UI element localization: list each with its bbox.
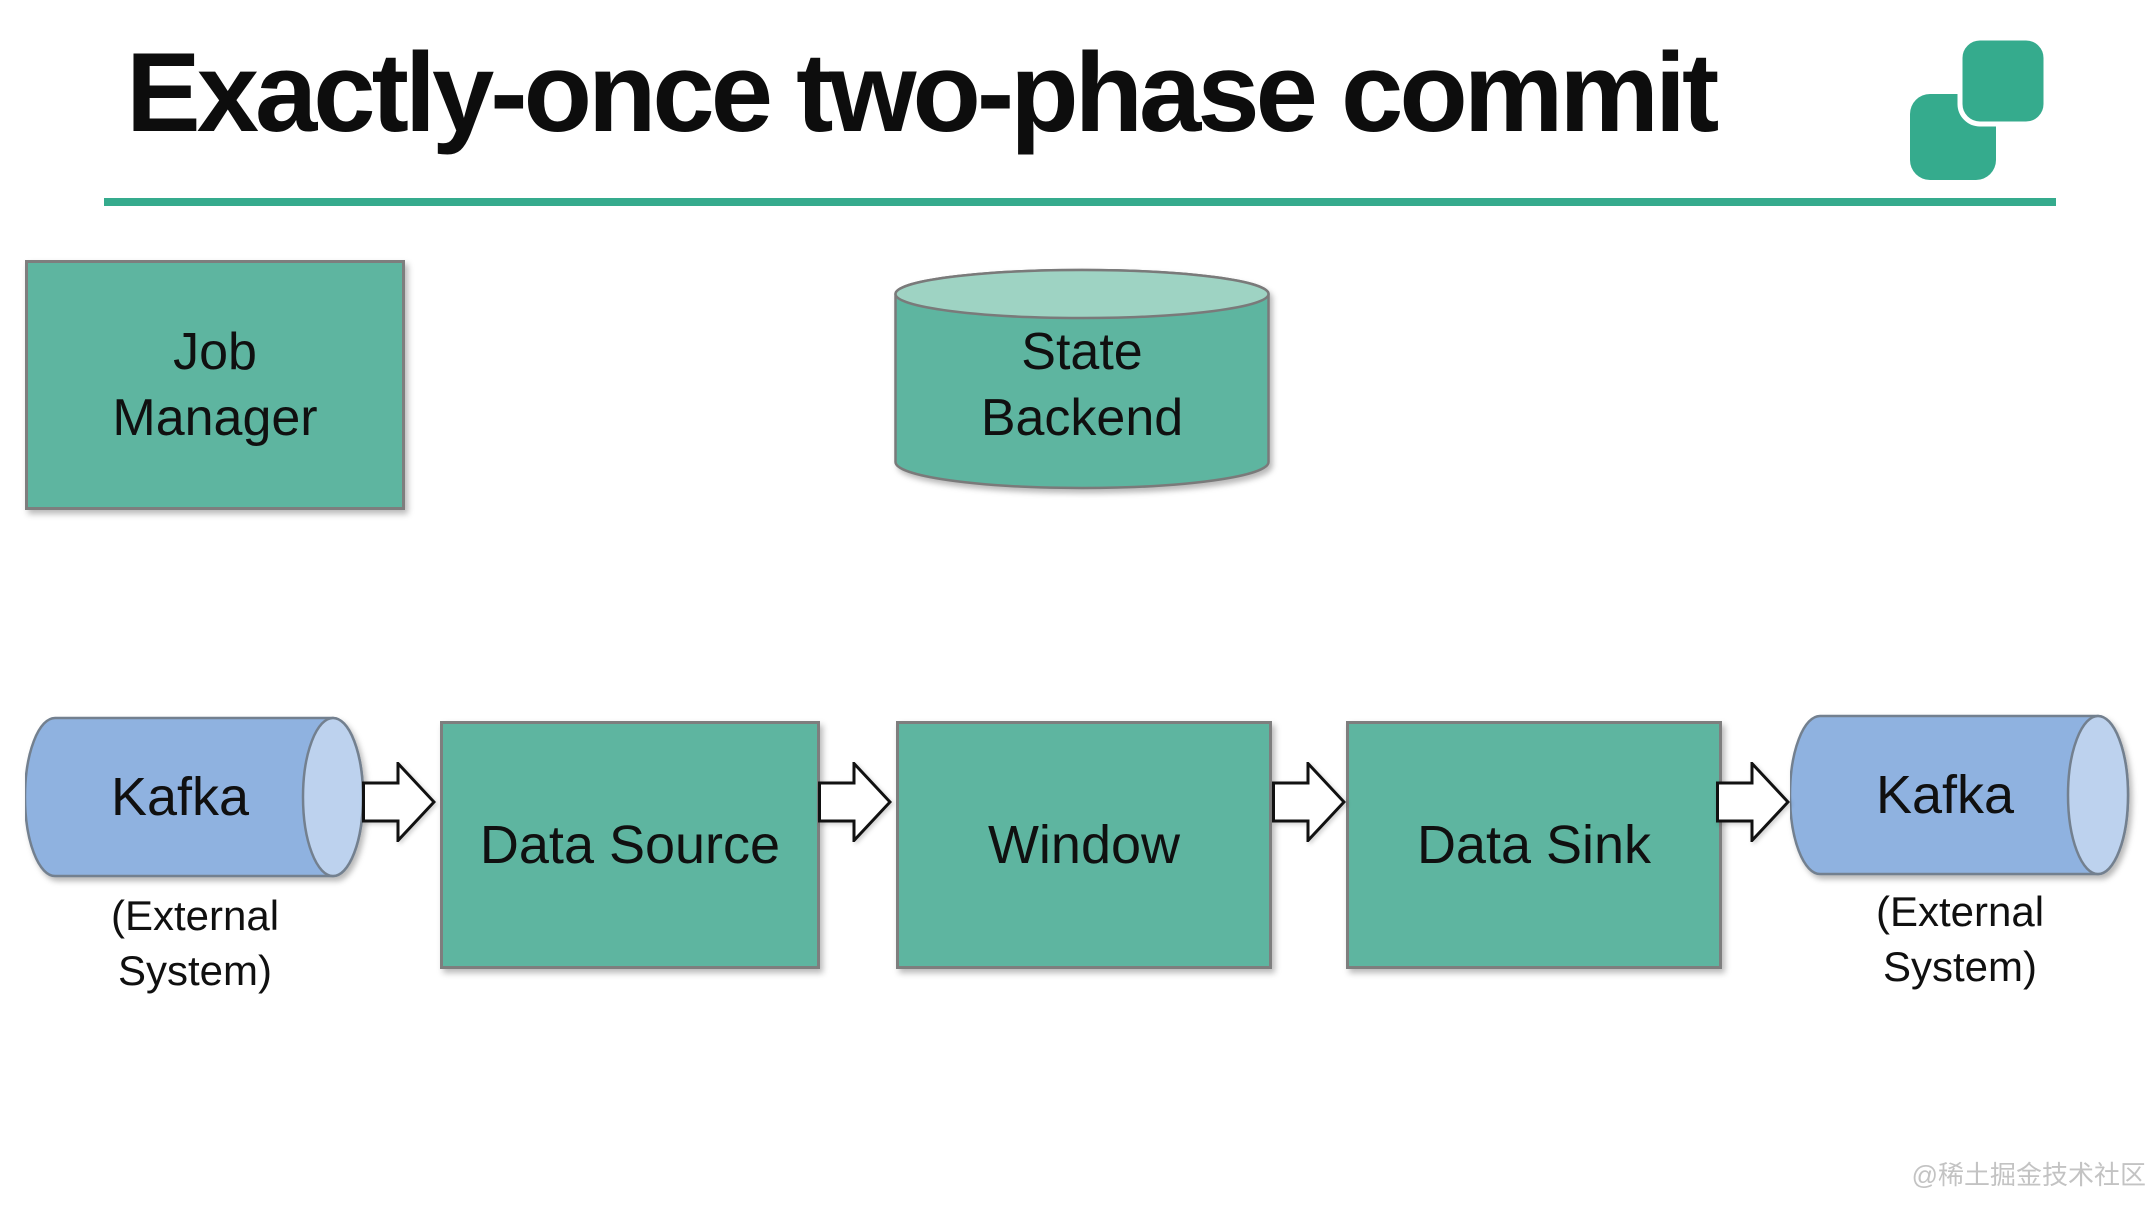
title-underline [104, 198, 2056, 206]
kafka-left-external-note: (External System) [25, 888, 365, 998]
flow-arrow-source-to-window [818, 762, 892, 842]
node-job-manager: Job Manager [25, 260, 405, 510]
kafka-left-note-line2: System) [117, 947, 272, 994]
job-manager-label: Job Manager [112, 319, 317, 451]
node-data-sink: Data Sink [1346, 721, 1722, 969]
kafka-left-cap [301, 716, 365, 878]
overlapping-squares-logo-icon [1910, 36, 2048, 180]
kafka-right-external-note: (External System) [1790, 884, 2130, 994]
node-kafka-right [1790, 714, 2130, 876]
kafka-right-note-line2: System) [1882, 943, 2037, 990]
node-data-source: Data Source [440, 721, 820, 969]
page-title: Exactly-once two-phase commit [126, 30, 1719, 155]
flow-arrow-shape [1272, 762, 1346, 842]
node-kafka-left [25, 716, 365, 878]
job-manager-label-line2: Manager [112, 389, 318, 447]
flow-arrow-shape [818, 762, 892, 842]
data-sink-label: Data Sink [1416, 815, 1652, 875]
kafka-right-cap [2066, 714, 2130, 876]
data-source-label: Data Source [479, 815, 781, 875]
flow-arrow-shape [1716, 762, 1790, 842]
job-manager-label-line1: Job [173, 323, 257, 381]
flow-arrow-sink-to-kafka [1716, 762, 1790, 842]
flow-arrow-shape [362, 762, 436, 842]
logo-square-front [1957, 36, 2048, 127]
watermark: @稀土掘金技术社区 [1911, 1160, 2146, 1190]
kafka-right-note-line1: (External [1875, 888, 2045, 935]
node-state-backend [894, 268, 1270, 490]
kafka-left-note-line1: (External [110, 892, 280, 939]
window-label: Window [987, 815, 1181, 875]
state-backend-top [894, 268, 1270, 320]
flow-arrow-window-to-sink [1272, 762, 1346, 842]
flow-arrow-kafka-to-source [362, 762, 436, 842]
node-window: Window [896, 721, 1272, 969]
